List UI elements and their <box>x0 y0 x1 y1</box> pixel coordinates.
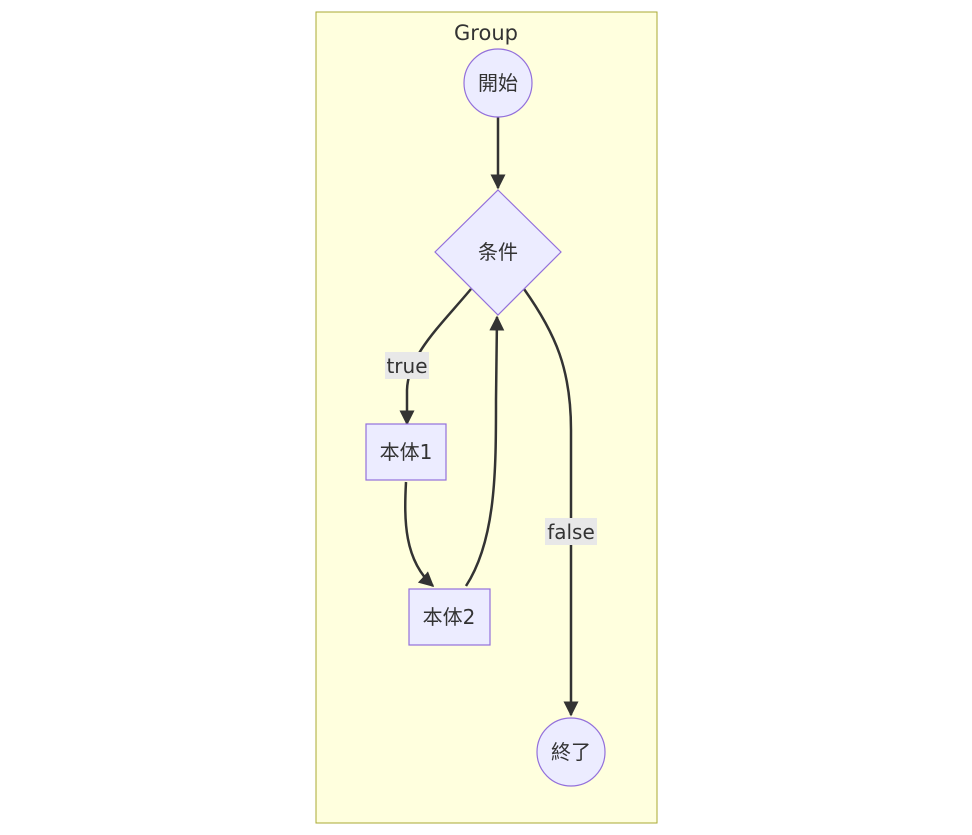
edge-label-false-text: false <box>547 520 595 544</box>
edge-cond-to-body1 <box>399 288 472 426</box>
node-condition-label: 条件 <box>478 240 518 264</box>
edge-body1-to-body2 <box>404 481 435 588</box>
node-start[interactable]: 開始 <box>463 48 533 118</box>
edge-cond-to-end <box>522 288 579 717</box>
edge-body2-to-cond <box>464 315 505 587</box>
node-body2[interactable]: 本体2 <box>408 588 491 646</box>
edge-label-true-text: true <box>386 354 427 378</box>
edges <box>399 117 579 717</box>
node-end-label: 終了 <box>551 740 591 764</box>
node-body1[interactable]: 本体1 <box>365 423 447 481</box>
group-container: Group <box>315 11 658 824</box>
node-start-label: 開始 <box>478 71 518 95</box>
node-body2-label: 本体2 <box>423 605 476 629</box>
group-label: Group <box>454 21 518 45</box>
node-end[interactable]: 終了 <box>536 717 606 787</box>
edge-label-false: false <box>545 518 597 545</box>
node-condition[interactable]: 条件 <box>434 189 562 316</box>
node-body1-label: 本体1 <box>380 440 433 464</box>
edge-label-true: true <box>385 352 429 379</box>
